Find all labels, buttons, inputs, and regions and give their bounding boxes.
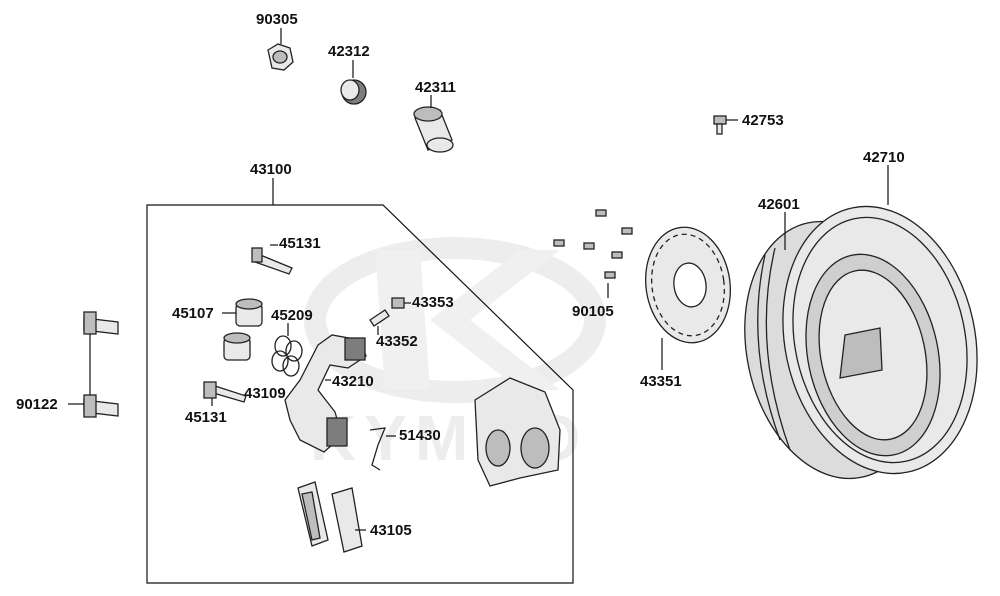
disc-bolts-90105 — [553, 209, 633, 279]
label-43100: 43100 — [250, 161, 292, 178]
bushing-42311 — [413, 106, 454, 153]
caliper-bracket-43210 — [284, 334, 367, 453]
label-43109: 43109 — [244, 385, 286, 402]
nut-90305 — [267, 43, 294, 71]
slide-pin-45131-upper — [251, 247, 293, 275]
pad-spring-51430 — [369, 427, 387, 471]
label-43210: 43210 — [332, 373, 374, 390]
label-45209: 45209 — [271, 307, 313, 324]
valve-42753 — [713, 115, 727, 135]
label-43352: 43352 — [376, 333, 418, 350]
rear-wheel-assembly — [744, 205, 978, 480]
label-43353: 43353 — [412, 294, 454, 311]
label-42753: 42753 — [742, 112, 784, 129]
label-45131-upper: 45131 — [279, 235, 321, 252]
caliper-body — [474, 377, 561, 487]
label-43351: 43351 — [640, 373, 682, 390]
label-90122: 90122 — [16, 396, 58, 413]
label-42311: 42311 — [415, 79, 456, 96]
axle-bolts-90122 — [83, 311, 119, 418]
collar-42312 — [340, 79, 367, 105]
brake-pads-43105 — [297, 481, 363, 553]
label-42312: 42312 — [328, 43, 370, 60]
bleeder-screw-43352 — [369, 309, 390, 327]
slide-pin-45131-lower — [203, 381, 247, 403]
label-45107: 45107 — [172, 305, 214, 322]
label-43105: 43105 — [370, 522, 412, 539]
label-51430: 51430 — [399, 427, 441, 444]
brake-disc-43351 — [644, 226, 732, 344]
label-90105: 90105 — [572, 303, 614, 320]
label-90305: 90305 — [256, 11, 298, 28]
assembly-outline-43100 — [146, 204, 574, 584]
label-42710: 42710 — [863, 149, 905, 166]
label-42601: 42601 — [758, 196, 800, 213]
label-45131-lower: 45131 — [185, 409, 227, 426]
bleeder-43353 — [391, 297, 405, 309]
pistons-45107 — [223, 298, 263, 361]
seals-45209 — [271, 335, 303, 377]
